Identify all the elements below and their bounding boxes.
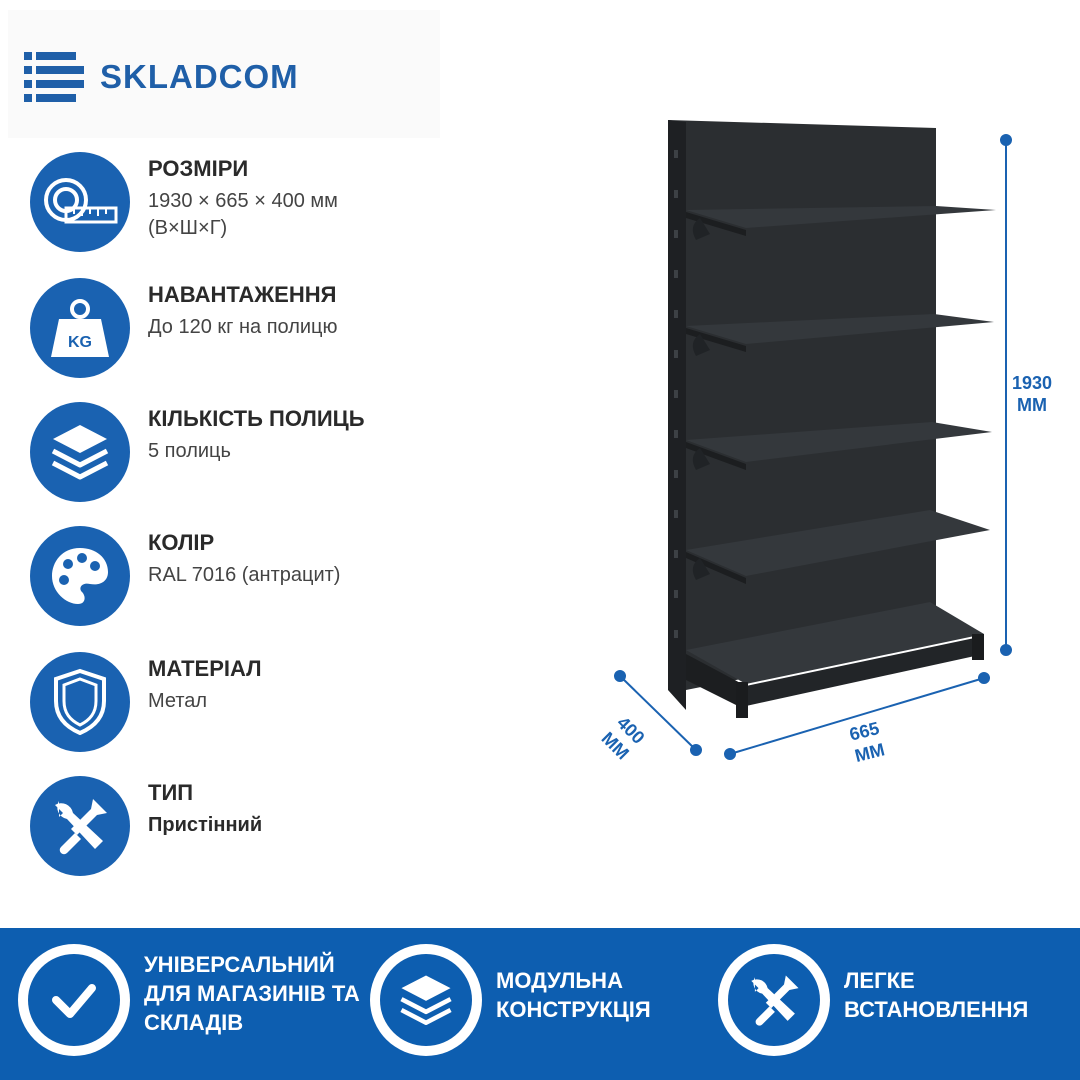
feature-value: RAL 7016 (антрацит)	[148, 564, 341, 586]
checkmark-icon	[18, 944, 130, 1056]
feature-title: ТИП	[148, 780, 194, 805]
logo-area: SKLADCOM	[8, 10, 440, 138]
height-value: 1930	[1012, 373, 1053, 393]
benefit-label: УНІВЕРСАЛЬНИЙ ДЛЯ МАГАЗИНІВ ТА СКЛАДІВ	[144, 952, 360, 1035]
layers-icon	[30, 402, 130, 502]
wall-shelving-rack	[614, 120, 1012, 760]
benefit-label: ЛЕГКЕ ВСТАНОВЛЕННЯ	[844, 968, 1029, 1022]
shield-icon	[30, 652, 130, 752]
layers-icon	[370, 944, 482, 1056]
feature-title: РОЗМІРИ	[148, 156, 249, 181]
feature-value: Метал	[148, 690, 208, 712]
svg-text:KG: KG	[68, 334, 92, 351]
brand-name: SKLADCOM	[100, 58, 299, 95]
benefit-label: МОДУЛЬНА КОНСТРУКЦІЯ	[496, 968, 651, 1022]
product-illustration	[600, 110, 1080, 790]
feature-type: ТИП Пристінний	[30, 776, 450, 876]
tools-icon	[718, 944, 830, 1056]
benefits-banner: УНІВЕРСАЛЬНИЙ ДЛЯ МАГАЗИНІВ ТА СКЛАДІВ М…	[0, 928, 1080, 1080]
feature-title: НАВАНТАЖЕННЯ	[148, 282, 337, 307]
height-unit: мм	[1017, 395, 1048, 415]
feature-title: КОЛІР	[148, 530, 215, 555]
palette-icon	[30, 526, 130, 626]
height-dimension-label: 1930 мм	[1012, 372, 1052, 416]
feature-shelf-count: КІЛЬКІСТЬ ПОЛИЦЬ 5 полиць	[30, 402, 450, 502]
feature-value: 5 полиць	[148, 440, 231, 462]
shelf	[686, 422, 992, 470]
feature-value: 1930 × 665 × 400 мм (В×Ш×Г)	[148, 190, 338, 239]
feature-material: МАТЕРІАЛ Метал	[30, 652, 450, 752]
kg-weight-icon: KG	[30, 278, 130, 378]
feature-value: Пристінний	[148, 814, 263, 836]
base-shelf	[686, 602, 984, 718]
shelf	[686, 206, 996, 240]
shelf	[686, 314, 994, 356]
brand-logo-icon	[24, 52, 84, 102]
tape-measure-icon	[30, 152, 130, 252]
feature-title: КІЛЬКІСТЬ ПОЛИЦЬ	[148, 406, 365, 431]
feature-load: KG НАВАНТАЖЕННЯ До 120 кг на полицю	[30, 278, 450, 378]
feature-dimensions: РОЗМІРИ 1930 × 665 × 400 мм (В×Ш×Г)	[30, 152, 450, 252]
feature-color: КОЛІР RAL 7016 (антрацит)	[30, 526, 450, 626]
feature-title: МАТЕРІАЛ	[148, 656, 262, 681]
tools-icon	[30, 776, 130, 876]
feature-value: До 120 кг на полицю	[148, 316, 338, 338]
shelf	[686, 510, 990, 584]
